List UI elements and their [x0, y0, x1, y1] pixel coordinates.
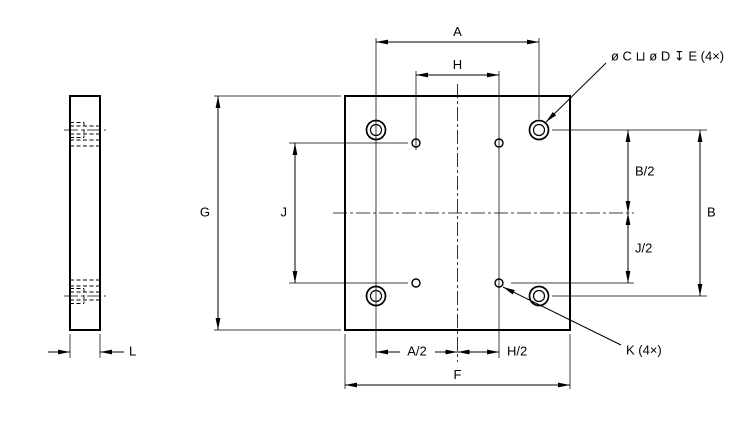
- small-hole-bottom-right: [494, 278, 504, 288]
- hole-circle: [532, 289, 546, 303]
- dim-a-half-label-bg: [400, 345, 435, 359]
- dim-b-half: B/2: [625, 130, 655, 213]
- dim-h-half: H/2: [457, 343, 527, 358]
- callout-counterbore-text: ø C ⊔ ø D ↧ E (4×): [611, 48, 724, 63]
- counterbore-hole-bottom-left: [365, 285, 387, 307]
- dim-a-label: A: [453, 24, 462, 39]
- small-hole-top-right: [494, 138, 504, 148]
- k-leader-line: [502, 286, 622, 346]
- front-view: [333, 38, 634, 362]
- counterbore-leader-line: [545, 62, 607, 123]
- side-view-outline: [69, 95, 101, 331]
- callout-counterbore: ø C ⊔ ø D ↧ E (4×): [545, 48, 724, 123]
- small-hole-top-left: [411, 138, 421, 148]
- dim-l-label: L: [129, 343, 136, 358]
- dim-j: J: [281, 143, 298, 283]
- dim-b: B: [697, 130, 716, 296]
- counterbore-circle: [365, 119, 387, 141]
- dim-h-label: H: [453, 57, 462, 72]
- dim-j-half-label: J/2: [635, 240, 652, 255]
- dim-j-half: J/2: [625, 213, 652, 283]
- dim-g: G: [200, 96, 221, 330]
- counterbore-circle: [528, 119, 550, 141]
- counterbore-circle: [365, 285, 387, 307]
- dim-b-half-label: B/2: [635, 163, 655, 178]
- dim-h: H: [416, 57, 499, 78]
- dim-a-half: A/2: [376, 343, 458, 359]
- counterbore-hole-top-left: [365, 119, 387, 141]
- dim-h-half-label: H/2: [507, 343, 527, 358]
- dim-j-label: J: [281, 204, 288, 219]
- dim-a: A: [376, 24, 539, 45]
- dim-g-label: G: [200, 204, 210, 219]
- dim-f-label: F: [454, 367, 462, 382]
- extension-lines: [69, 95, 707, 389]
- callout-k: K (4×): [502, 286, 662, 357]
- dim-f: F: [345, 367, 570, 388]
- hole-circle: [369, 289, 383, 303]
- dim-l: L: [48, 343, 136, 358]
- side-view-hidden-lines-bottom: [64, 279, 106, 304]
- dim-b-label: B: [707, 204, 716, 219]
- hole-circle: [369, 123, 383, 137]
- hole-circle: [532, 123, 546, 137]
- counterbore-hole-bottom-right: [528, 285, 550, 307]
- callout-k-text: K (4×): [626, 342, 662, 357]
- dim-a-half-label: A/2: [407, 343, 427, 358]
- side-view: [64, 95, 106, 331]
- counterbore-hole-top-right: [528, 119, 550, 141]
- small-hole-bottom-left: [411, 278, 421, 288]
- counterbore-circle: [528, 285, 550, 307]
- side-view-hidden-lines-top: [64, 122, 106, 147]
